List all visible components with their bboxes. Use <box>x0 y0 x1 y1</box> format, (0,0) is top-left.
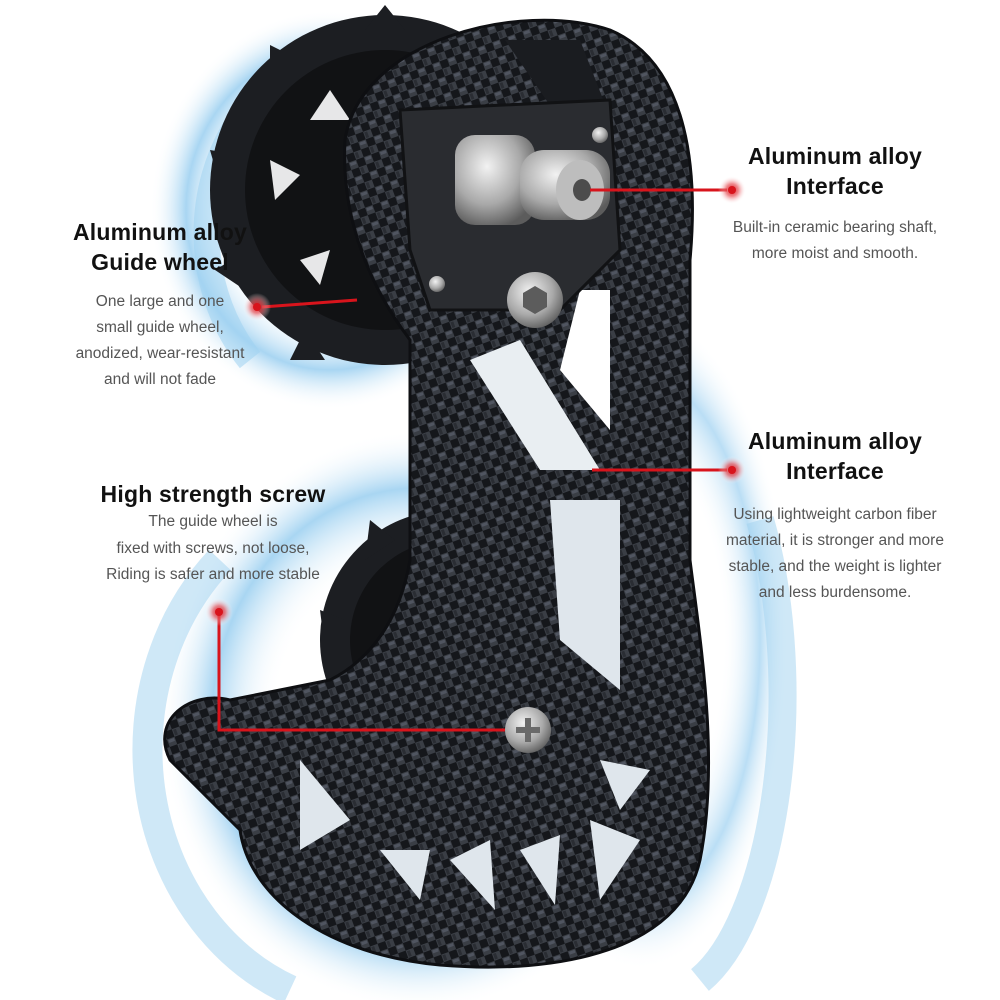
callout-guide-wheel: Aluminum alloy Guide wheel One large and… <box>30 217 290 393</box>
callout-screw-description: The guide wheel is fixed with screws, no… <box>106 513 320 583</box>
callout-interface-mid-title-line1: Aluminum alloy <box>747 428 923 454</box>
callout-guide-wheel-title-line1: Aluminum alloy <box>72 219 248 245</box>
callout-screw: High strength screw The guide wheel is f… <box>68 479 358 589</box>
hex-screw-upper <box>507 272 563 328</box>
callout-lines <box>205 176 746 732</box>
callout-screw-title: High strength screw <box>100 481 326 507</box>
callout-guide-wheel-description: One large and one small guide wheel, ano… <box>75 293 245 388</box>
cage-cutouts <box>300 40 650 910</box>
bearing-shaft <box>455 135 610 225</box>
phillips-screw <box>505 707 551 753</box>
callout-interface-mid-title-line2: Interface <box>786 458 884 484</box>
callout-interface-mid: Aluminum alloy Interface Using lightweig… <box>690 426 980 606</box>
callout-interface-top-title-line1: Aluminum alloy <box>747 143 923 169</box>
callout-interface-top: Aluminum alloy Interface Built-in cerami… <box>690 141 980 267</box>
callout-interface-top-title-line2: Interface <box>786 173 884 199</box>
callout-interface-top-description: Built-in ceramic bearing shaft, more moi… <box>732 219 938 262</box>
callout-guide-wheel-title-line2: Guide wheel <box>91 249 229 275</box>
callout-interface-mid-description: Using lightweight carbon fiber material,… <box>726 506 944 601</box>
